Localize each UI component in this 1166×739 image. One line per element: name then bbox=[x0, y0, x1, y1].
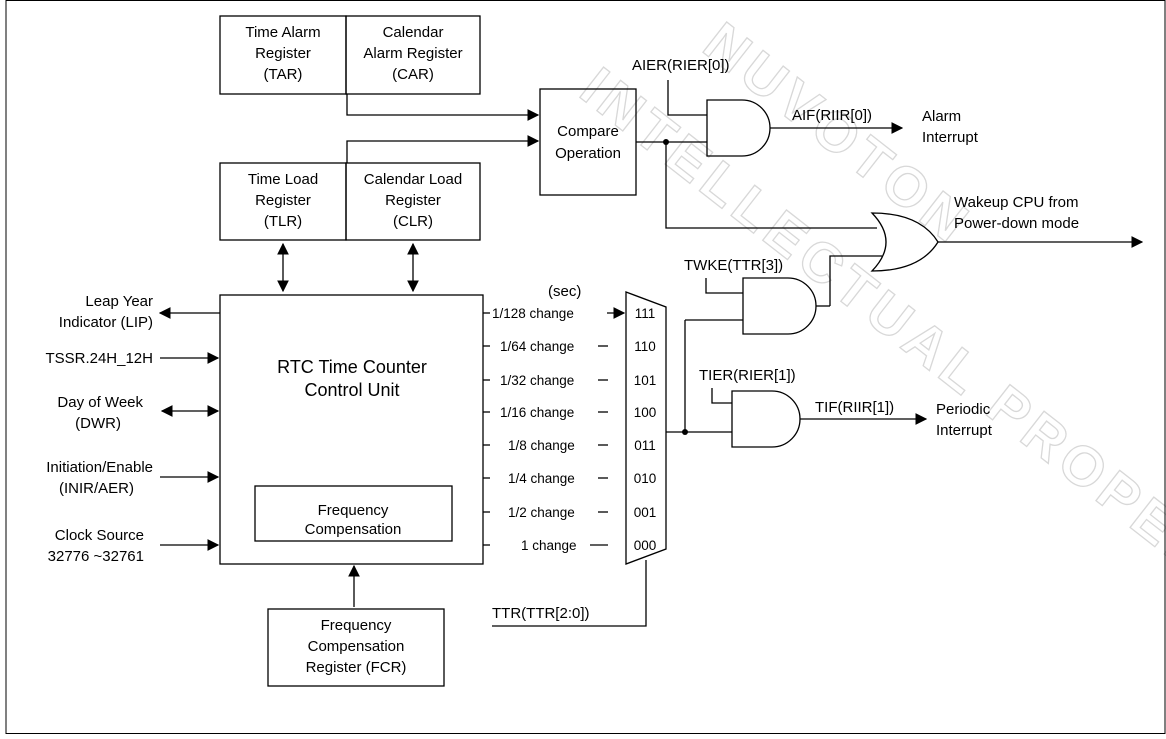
wire-compare-or bbox=[665, 142, 877, 229]
watermark: NUVOTON INTELLECTUAL PROPERTY bbox=[569, 9, 1166, 642]
rate-label-3: 1/16 change bbox=[500, 405, 574, 420]
twke-label: TWKE(TTR[3]) bbox=[684, 257, 783, 274]
tlr-label-2: Register bbox=[255, 192, 311, 209]
mux-code-7: 000 bbox=[634, 538, 657, 553]
mux-code-6: 001 bbox=[634, 505, 657, 520]
inir-label-2: (INIR/AER) bbox=[59, 480, 134, 497]
alarm-interrupt-label-2: Interrupt bbox=[922, 129, 979, 146]
car-box bbox=[345, 15, 481, 95]
tlr-label-3: (TLR) bbox=[264, 213, 302, 230]
rate-label-4: 1/8 change bbox=[508, 438, 575, 453]
periodic-interrupt-label-1: Periodic bbox=[936, 401, 991, 418]
periodic-interrupt-label-2: Interrupt bbox=[936, 422, 993, 439]
inir-label-1: Initiation/Enable bbox=[46, 459, 153, 476]
tlr-label-1: Time Load bbox=[248, 171, 318, 188]
junction-mux bbox=[682, 429, 688, 435]
clock-label-1: Clock Source bbox=[55, 527, 144, 544]
clock-label-2: 32776 ~32761 bbox=[48, 548, 144, 565]
wire-ttr-select bbox=[492, 560, 647, 627]
clr-label-1: Calendar Load bbox=[364, 171, 462, 188]
mux-code-1: 110 bbox=[634, 339, 656, 354]
junction-compare bbox=[663, 139, 669, 145]
car-label-1: Calendar bbox=[383, 24, 444, 41]
mux-unit-label: (sec) bbox=[548, 283, 581, 300]
freq-comp-box bbox=[254, 485, 453, 542]
tar-label-3: (TAR) bbox=[264, 66, 303, 83]
dwr-label-1: Day of Week bbox=[57, 394, 143, 411]
car-label-3: (CAR) bbox=[392, 66, 434, 83]
rate-label-7: 1 change bbox=[521, 538, 577, 553]
clr-box bbox=[345, 162, 481, 241]
rate-label-0: 1/128 change bbox=[492, 306, 574, 321]
compare-label-1: Compare bbox=[557, 123, 619, 140]
wire-tier bbox=[711, 388, 732, 404]
mux-shape bbox=[625, 291, 667, 565]
clr-label-2: Register bbox=[385, 192, 441, 209]
fcr-label-3: Register (FCR) bbox=[306, 659, 407, 676]
clr-label-3: (CLR) bbox=[393, 213, 433, 230]
and-gate-wakeup bbox=[742, 277, 817, 335]
mux-code-4: 011 bbox=[634, 438, 656, 453]
car-label-2: Alarm Register bbox=[363, 45, 462, 62]
aif-label: AIF(RIIR[0]) bbox=[792, 107, 872, 124]
wakeup-label-2: Power-down mode bbox=[954, 215, 1079, 232]
fcr-box bbox=[267, 608, 445, 687]
ttr-select-label: TTR(TTR[2:0]) bbox=[492, 605, 590, 622]
or-gate-wakeup bbox=[870, 212, 939, 272]
rate-label-6: 1/2 change bbox=[508, 505, 575, 520]
wire-and2-or bbox=[829, 255, 882, 306]
rate-label-1: 1/64 change bbox=[500, 339, 574, 354]
tif-label: TIF(RIIR[1]) bbox=[815, 399, 894, 416]
rtc-label-2: Control Unit bbox=[304, 380, 399, 400]
mux-code-3: 100 bbox=[634, 405, 657, 420]
compare-label-2: Operation bbox=[555, 145, 621, 162]
rate-label-2: 1/32 change bbox=[500, 373, 574, 388]
wire-twke bbox=[705, 278, 743, 294]
lip-label-1: Leap Year bbox=[85, 293, 153, 310]
lip-label-2: Indicator (LIP) bbox=[59, 314, 153, 331]
fcr-label-1: Frequency bbox=[321, 617, 392, 634]
alarm-interrupt-label-1: Alarm bbox=[922, 108, 961, 125]
freq-comp-label-2: Compensation bbox=[305, 521, 402, 538]
wakeup-label-1: Wakeup CPU from bbox=[954, 194, 1078, 211]
rtc-label-1: RTC Time Counter bbox=[277, 357, 427, 377]
freq-comp-label-1: Frequency bbox=[318, 502, 389, 519]
and-gate-periodic bbox=[731, 390, 801, 448]
and-gate-alarm bbox=[706, 99, 771, 157]
tssr-label: TSSR.24H_12H bbox=[45, 350, 153, 367]
rate-label-5: 1/4 change bbox=[508, 471, 575, 486]
fcr-label-2: Compensation bbox=[308, 638, 405, 655]
tier-label: TIER(RIER[1]) bbox=[699, 367, 796, 384]
rtc-box bbox=[219, 294, 484, 565]
dwr-label-2: (DWR) bbox=[75, 415, 121, 432]
wire-tar-compare bbox=[346, 94, 540, 121]
mux-code-5: 010 bbox=[634, 471, 657, 486]
aier-label: AIER(RIER[0]) bbox=[632, 57, 730, 74]
mux-code-2: 101 bbox=[634, 373, 657, 388]
wire-aier bbox=[667, 80, 707, 116]
wire-tlr-compare bbox=[346, 135, 540, 163]
mux-code-0: 111 bbox=[635, 306, 656, 321]
tar-label-2: Register bbox=[255, 45, 311, 62]
tar-label-1: Time Alarm bbox=[245, 24, 320, 41]
